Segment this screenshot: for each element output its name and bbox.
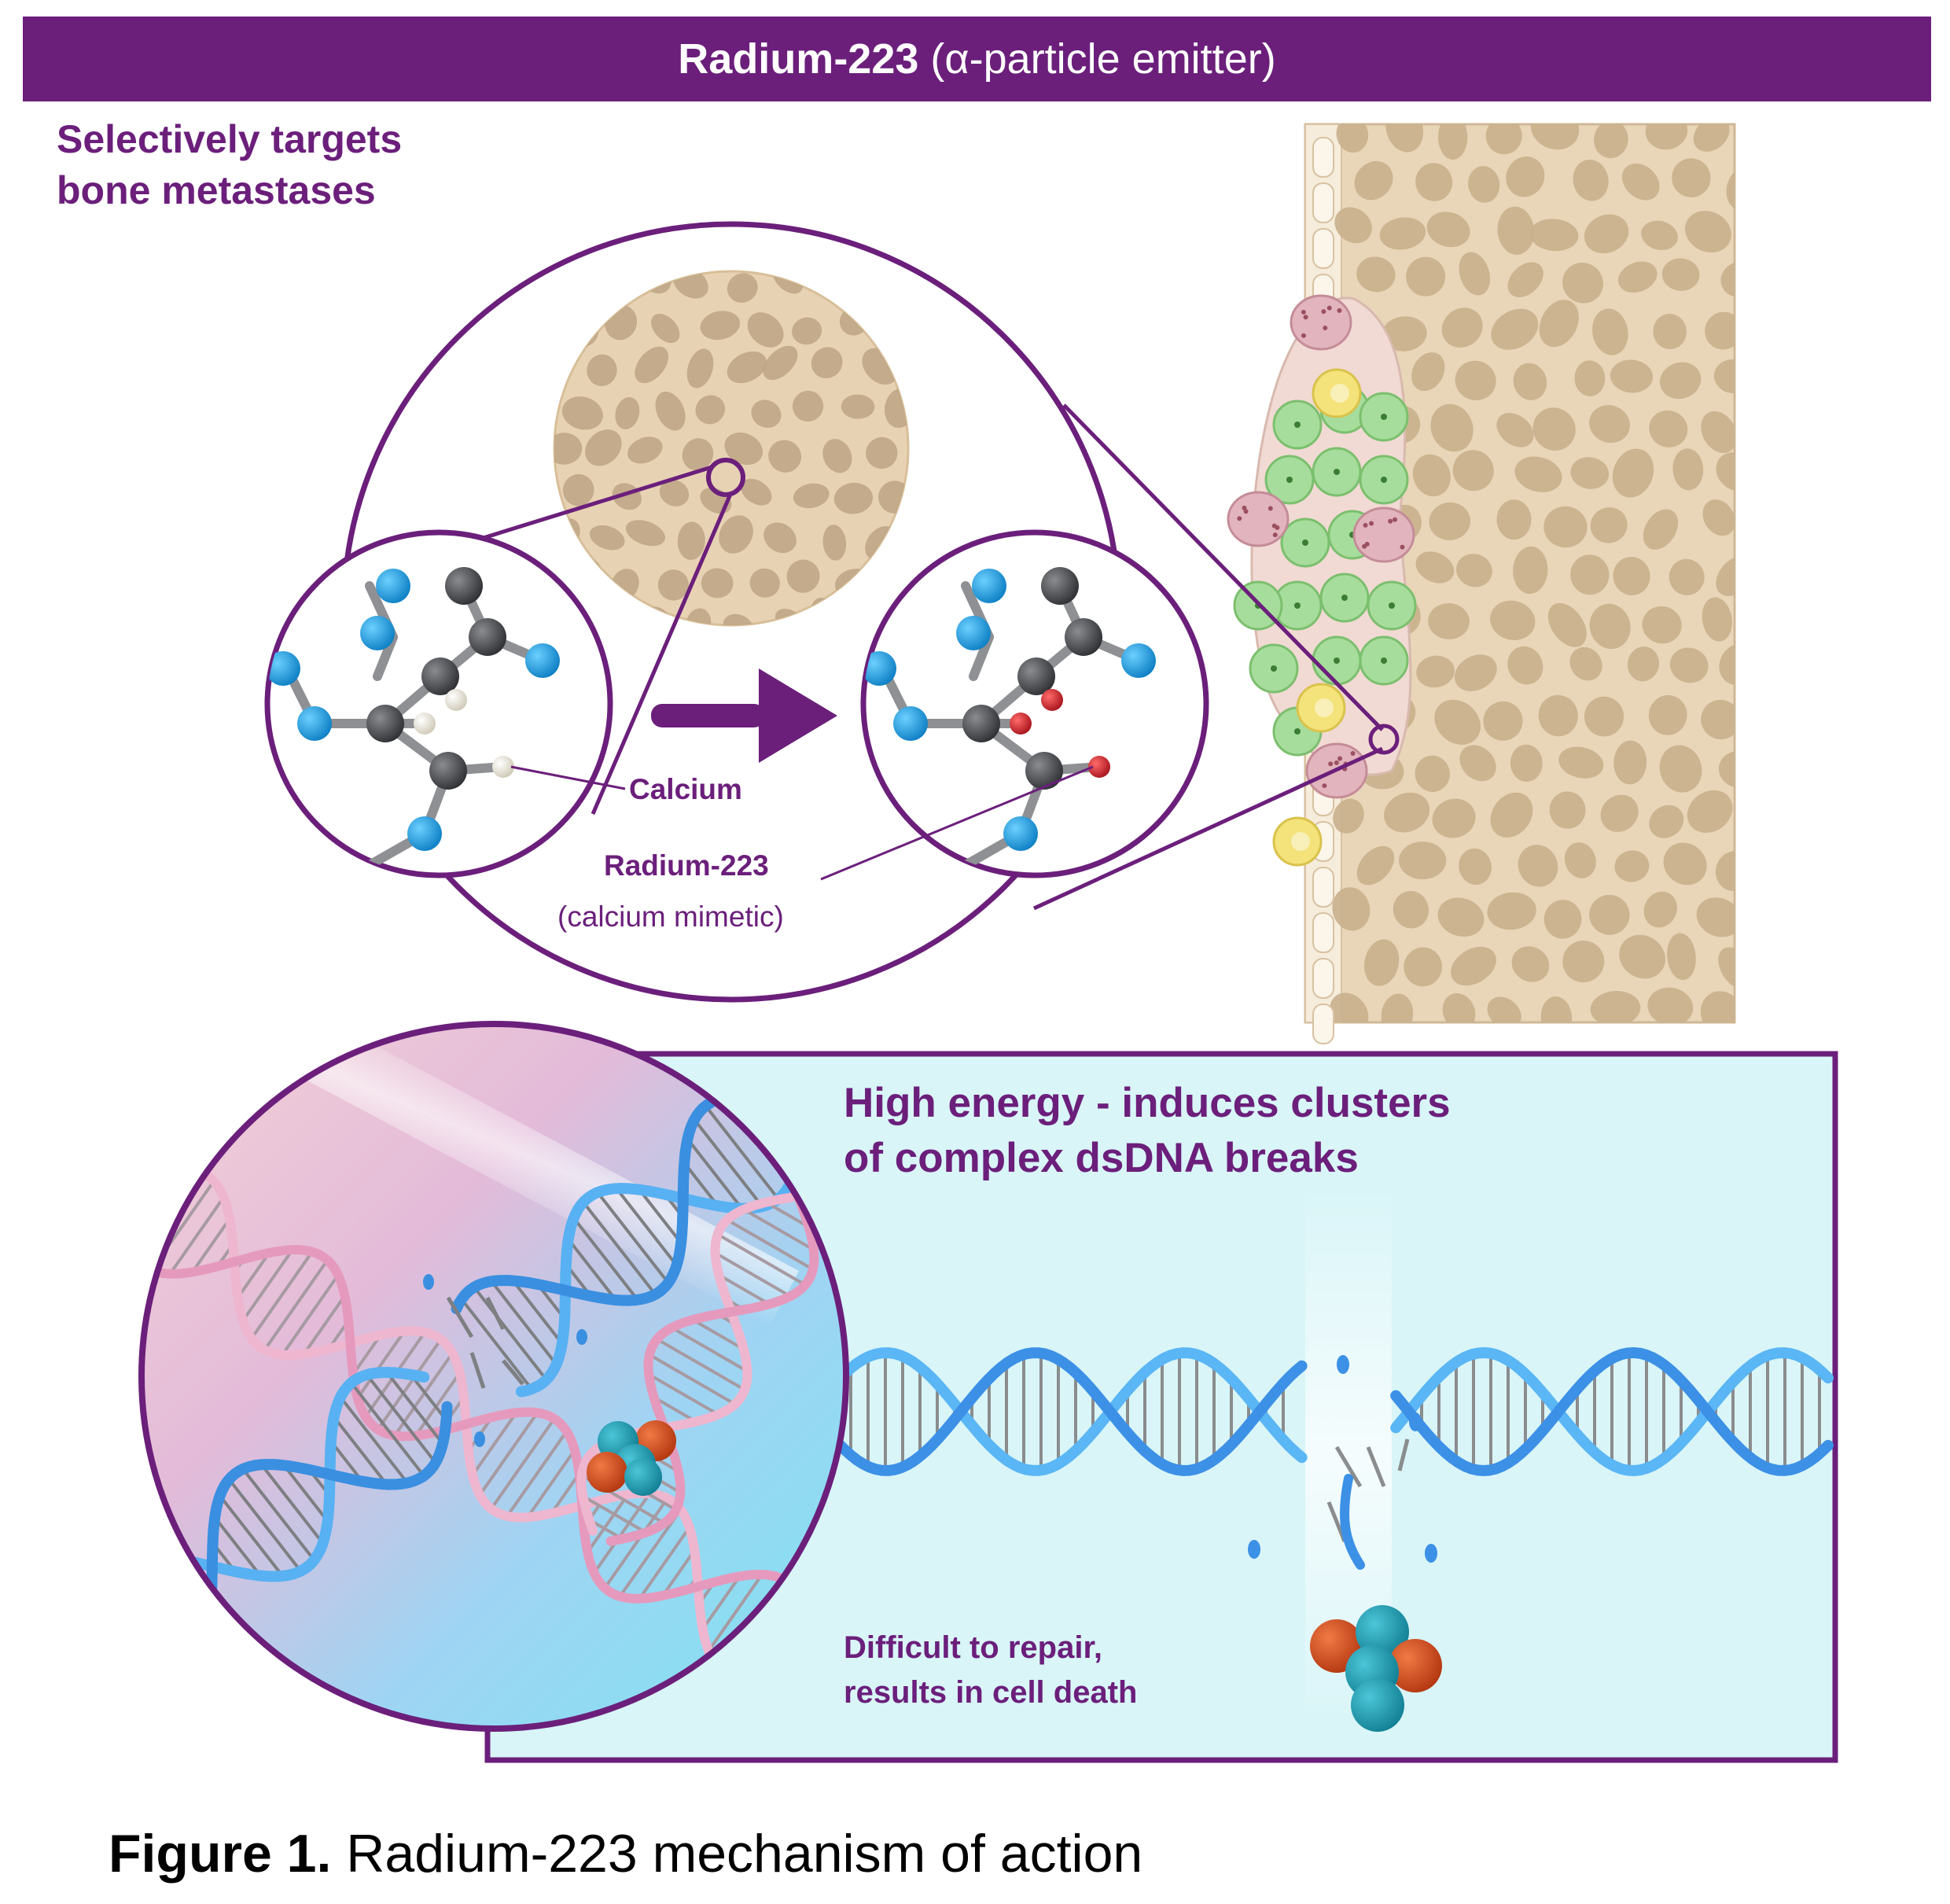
- repair-text-line2: results in cell death: [844, 1675, 1138, 1710]
- high-energy-text-line1: High energy - induces clusters: [844, 1080, 1451, 1126]
- radium-pointer-line: [820, 765, 1094, 881]
- radium-label: Radium-223: [604, 849, 769, 882]
- high-energy-text-line2: of complex dsDNA breaks: [844, 1135, 1359, 1181]
- banner-title: Radium-223 (α-particle emitter): [678, 35, 1276, 83]
- radium-molecule-circle: [860, 529, 1209, 878]
- alpha-particle-left: [587, 1420, 676, 1496]
- calcium-mimetic-label: (calcium mimetic): [557, 900, 784, 933]
- targets-text-line2: bone metastases: [57, 168, 376, 212]
- calcium-pointer-line: [510, 765, 626, 790]
- figure-caption: Figure 1. Radium-223 mechanism of action: [109, 1824, 1143, 1884]
- calcium-label: Calcium: [629, 773, 742, 805]
- replacement-arrow: [651, 668, 837, 763]
- targets-text-line1: Selectively targets: [57, 117, 403, 161]
- calcium-molecule-circle: [264, 529, 613, 878]
- alpha-particle-right: [1310, 1605, 1442, 1732]
- repair-text-line1: Difficult to repair,: [844, 1630, 1102, 1665]
- title-banner: Radium-223 (α-particle emitter): [23, 17, 1931, 101]
